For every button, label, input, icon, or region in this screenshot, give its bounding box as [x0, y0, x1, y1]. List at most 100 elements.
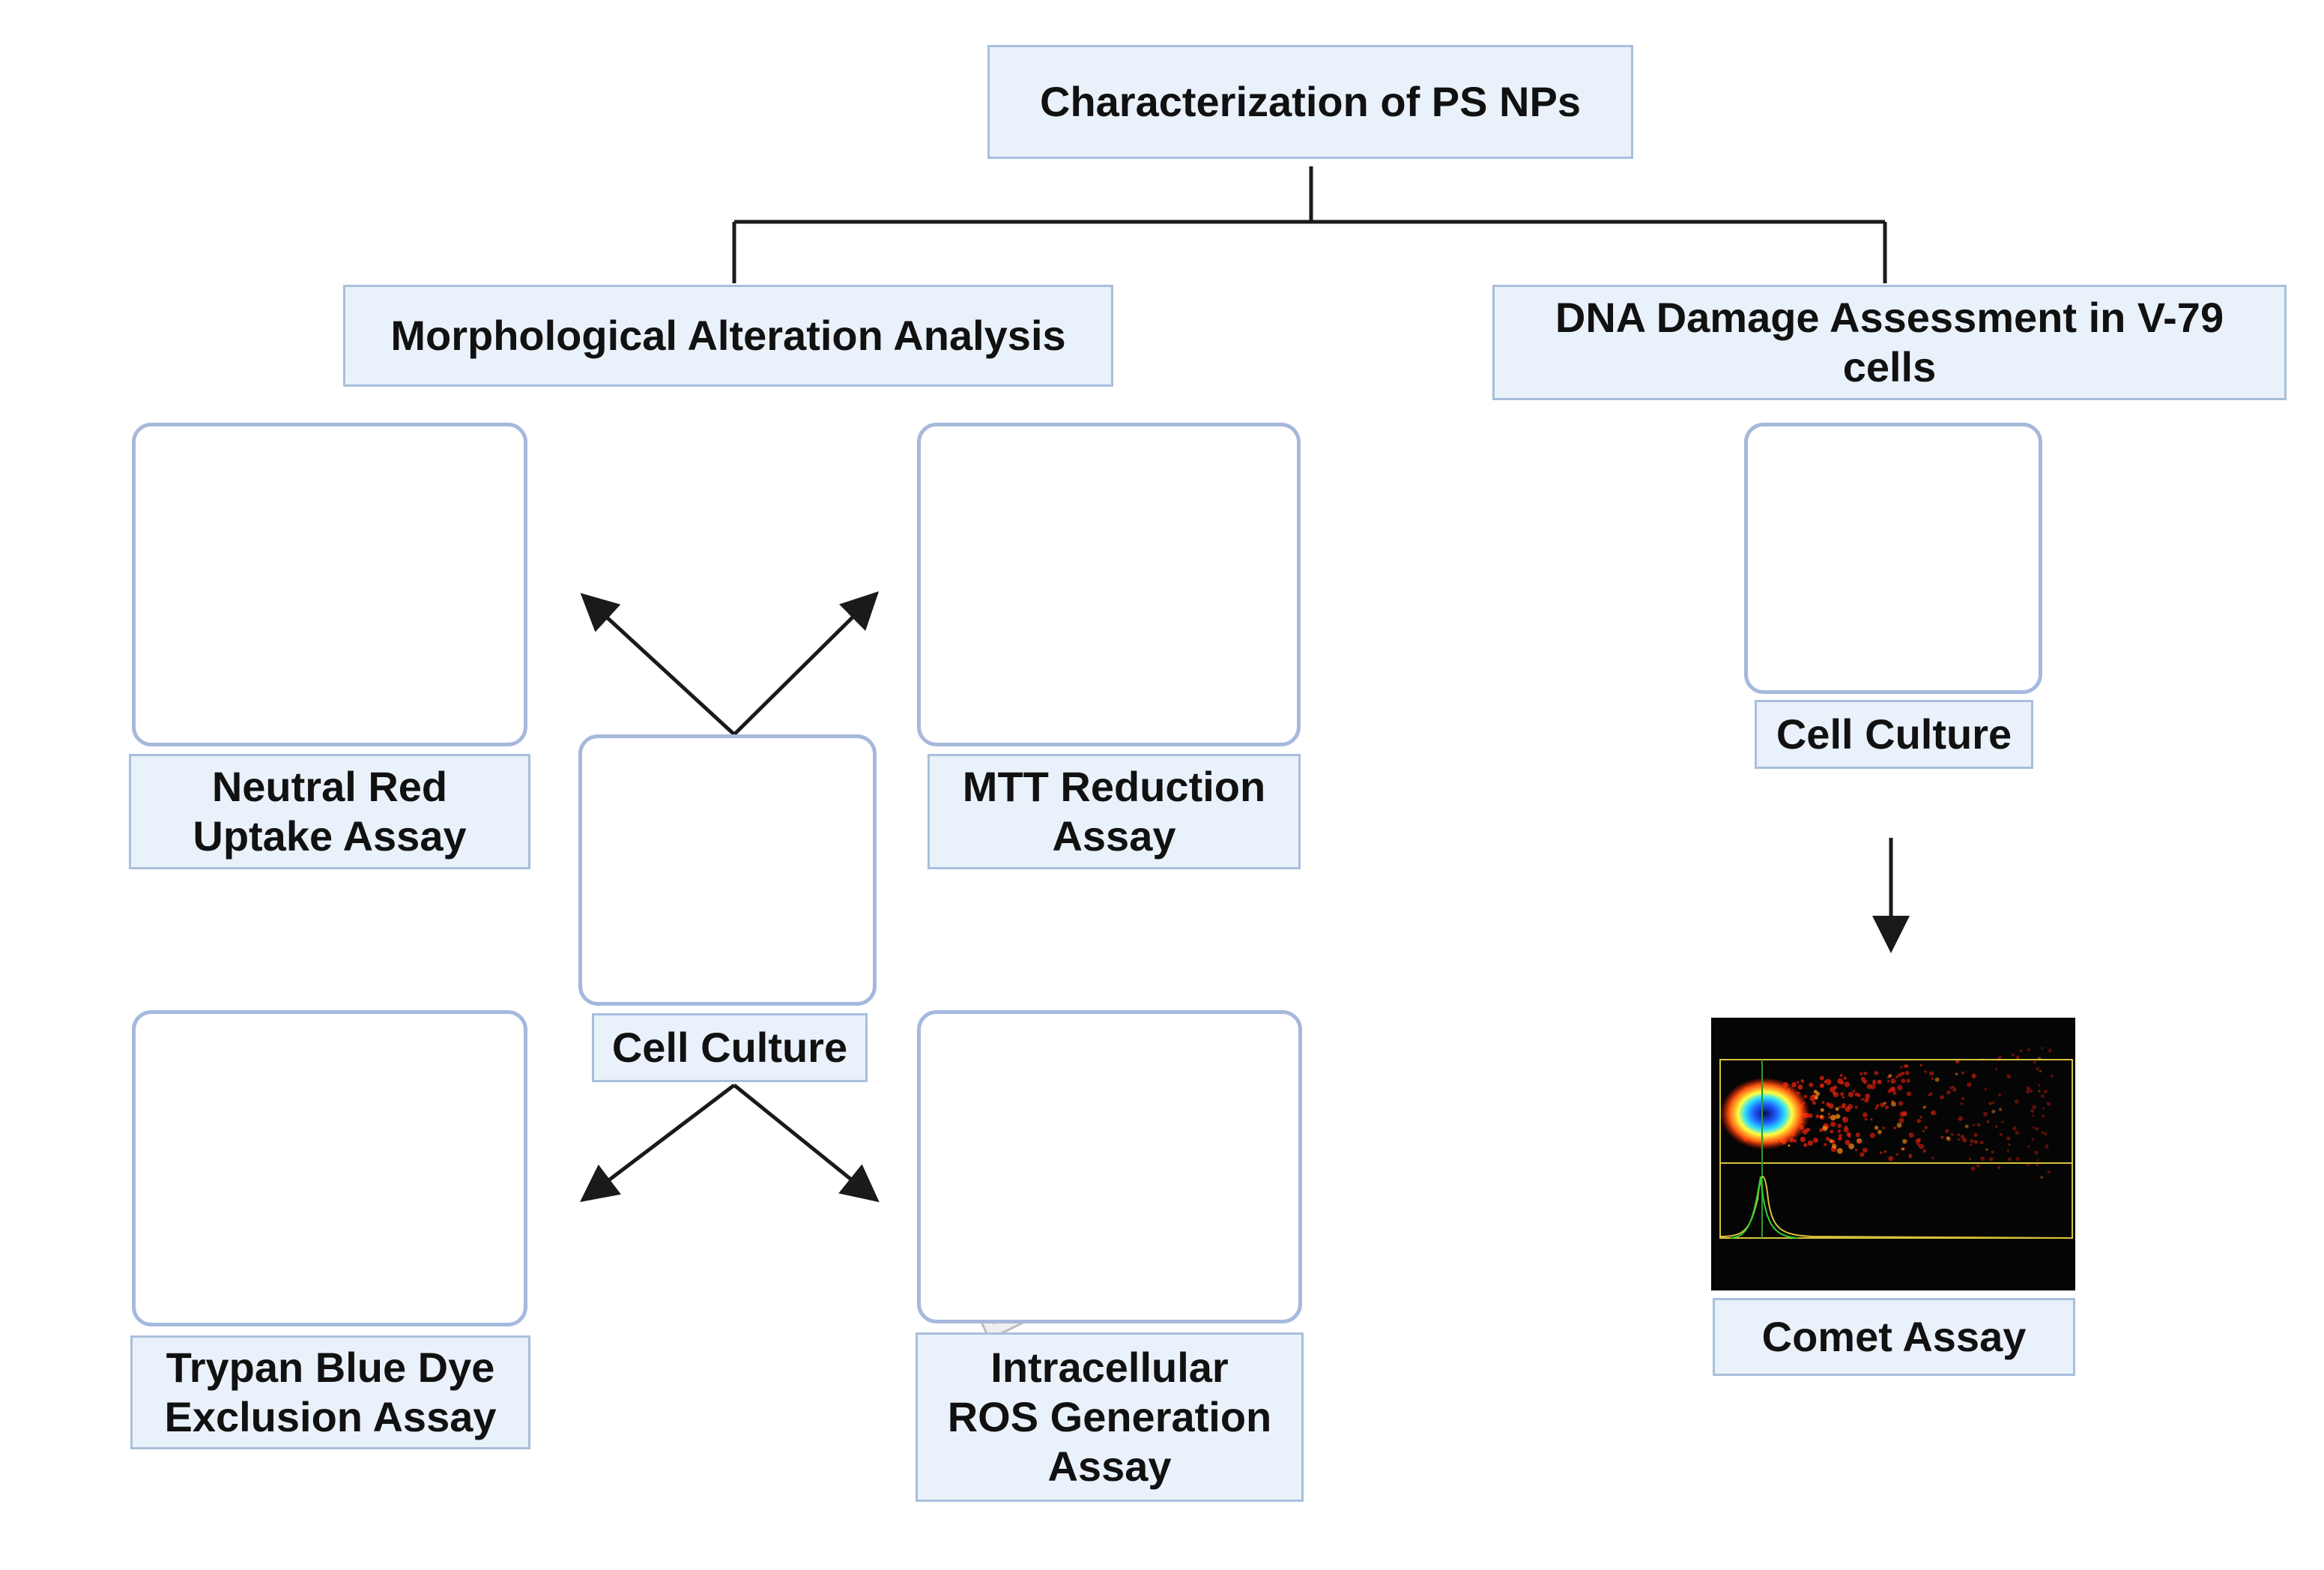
- comet-tail-speckle: [1842, 1117, 1849, 1123]
- comet-tail-speckle: [1877, 1079, 1880, 1084]
- comet-tail-speckle: [1969, 1144, 1973, 1147]
- comet-tail-speckle: [2047, 1170, 2051, 1174]
- comet-tail-speckle: [2042, 1107, 2045, 1110]
- comet-tail-speckle: [1892, 1090, 1897, 1095]
- comet-tail-speckle: [1973, 1132, 1978, 1138]
- comet-tail-speckle: [1995, 1068, 1998, 1071]
- comet-tail-speckle: [1861, 1098, 1865, 1101]
- comet-tail-speckle: [1922, 1149, 1926, 1153]
- comet-tail-speckle: [1862, 1147, 1868, 1153]
- comet-tail-speckle: [1886, 1075, 1890, 1079]
- right-cell-culture-label-box: Cell Culture: [1755, 700, 2033, 769]
- comet-tail-speckle: [1824, 1080, 1827, 1084]
- comet-tail-speckle: [1812, 1101, 1816, 1105]
- comet-tail-speckle: [1898, 1101, 1904, 1106]
- comet-tail-speckle: [1828, 1103, 1834, 1109]
- comet-assay-label-box: Comet Assay: [1713, 1298, 2075, 1376]
- comet-tail-speckle: [1854, 1092, 1859, 1097]
- comet-tail-speckle: [1970, 1139, 1974, 1144]
- comet-tail-speckle: [1797, 1081, 1800, 1084]
- comet-tail-speckle: [1916, 1144, 1920, 1147]
- trypan-blue-label-line1: Trypan Blue Dye: [166, 1343, 495, 1391]
- root-title-box: Characterization of PS NPs: [987, 45, 1633, 159]
- comet-tail-speckle: [1859, 1072, 1863, 1075]
- comet-tail-speckle: [1836, 1147, 1843, 1154]
- comet-tail-speckle: [1882, 1126, 1885, 1129]
- comet-tail-speckle: [1830, 1129, 1834, 1134]
- comet-tail-speckle: [1950, 1132, 1954, 1136]
- comet-tail-speckle: [1958, 1116, 1963, 1121]
- comet-tail-speckle: [1961, 1138, 1967, 1143]
- comet-tail-speckle: [1968, 1157, 1972, 1161]
- comet-tail-speckle: [1800, 1136, 1806, 1143]
- comet-tail-speckle: [1862, 1079, 1868, 1084]
- comet-tail-speckle: [1964, 1124, 1969, 1129]
- comet-tail-speckle: [1864, 1117, 1868, 1121]
- right-branch-title-line2: cells: [1842, 343, 1937, 390]
- comet-tail-speckle: [1797, 1084, 1803, 1090]
- comet-tail-speckle: [1971, 1073, 1976, 1078]
- comet-tail-speckle: [1891, 1101, 1896, 1107]
- comet-tail-speckle: [1940, 1135, 1944, 1139]
- comet-tail-speckle: [2015, 1055, 2020, 1060]
- comet-tail-speckle: [1835, 1114, 1841, 1119]
- trypan-blue-label-box: Trypan Blue Dye Exclusion Assay: [130, 1335, 530, 1449]
- comet-tail-speckle: [2039, 1069, 2042, 1073]
- comet-tail-speckle: [1916, 1119, 1922, 1123]
- comet-tail-speckle: [1999, 1132, 2003, 1136]
- comet-tail-speckle: [1788, 1144, 1791, 1147]
- comet-tail-speckle: [1915, 1138, 1921, 1144]
- comet-tail-speckle: [1840, 1092, 1845, 1096]
- comet-tail-speckle: [1961, 1097, 1964, 1100]
- comet-tail-speckle: [1843, 1126, 1849, 1133]
- comet-tail-speckle: [1815, 1114, 1820, 1119]
- comet-tail-speckle: [1919, 1144, 1925, 1150]
- comet-tail-speckle: [1835, 1107, 1839, 1111]
- comet-tail-speckle: [1839, 1105, 1842, 1108]
- comet-tail-speckle: [1986, 1120, 1990, 1123]
- comet-tail-speckle: [1972, 1075, 1976, 1079]
- comet-tail-speckle: [1884, 1105, 1889, 1110]
- comet-tail-speckle: [2026, 1086, 2030, 1091]
- comet-tail-speckle: [2036, 1066, 2039, 1071]
- comet-tail-speckle: [1908, 1155, 1913, 1159]
- comet-tail-speckle: [1855, 1132, 1860, 1138]
- comet-tail-speckle: [1872, 1079, 1876, 1084]
- comet-tail-speckle: [1922, 1105, 1926, 1109]
- comet-tail-speckle: [2032, 1105, 2037, 1110]
- comet-tail-speckle: [1960, 1102, 1964, 1105]
- comet-tail-speckle: [1864, 1097, 1869, 1103]
- mtt-label-box: MTT Reduction Assay: [928, 754, 1301, 869]
- right-branch-title-box: DNA Damage Assessment in V-79 cells: [1492, 285, 2287, 400]
- comet-tail-speckle: [1842, 1102, 1846, 1107]
- comet-tail-speckle: [1970, 1166, 1976, 1171]
- comet-tail-speckle: [2041, 1131, 2045, 1135]
- comet-tail-speckle: [1803, 1143, 1808, 1147]
- center-cell-culture-label-box: Cell Culture: [592, 1013, 868, 1082]
- comet-tail-speckle: [2012, 1126, 2017, 1131]
- comet-tail-speckle: [1848, 1091, 1854, 1098]
- comet-tail-speckle: [2043, 1089, 2048, 1094]
- comet-tail-speckle: [1822, 1126, 1828, 1132]
- comet-tail-speckle: [1869, 1132, 1876, 1138]
- comet-tail-speckle: [2044, 1132, 2048, 1136]
- trypan-blue-image-box: [132, 1010, 527, 1326]
- comet-tail-speckle: [1931, 1077, 1934, 1081]
- comet-tail-speckle: [1895, 1075, 1898, 1079]
- comet-tail-speckle: [2029, 1089, 2033, 1093]
- comet-tail-speckle: [1806, 1127, 1811, 1132]
- comet-tail-speckle: [1998, 1108, 2003, 1111]
- comet-tail-speckle: [1800, 1079, 1805, 1083]
- comet-tail-speckle: [1820, 1108, 1824, 1112]
- root-title: Characterization of PS NPs: [1040, 77, 1581, 125]
- comet-tail-speckle: [1983, 1111, 1988, 1117]
- comet-tail-speckle: [1854, 1148, 1858, 1152]
- comet-tail-speckle: [2036, 1163, 2039, 1167]
- ros-label-line2: ROS Generation: [947, 1392, 1272, 1440]
- comet-tail-speckle: [1906, 1078, 1910, 1083]
- comet-tail-speckle: [2015, 1131, 2020, 1135]
- comet-tail-speckle: [1827, 1116, 1831, 1119]
- comet-tail-speckle: [1896, 1123, 1902, 1128]
- comet-tail-speckle: [1957, 1133, 1961, 1136]
- right-cell-culture-image-box: [1744, 423, 2042, 694]
